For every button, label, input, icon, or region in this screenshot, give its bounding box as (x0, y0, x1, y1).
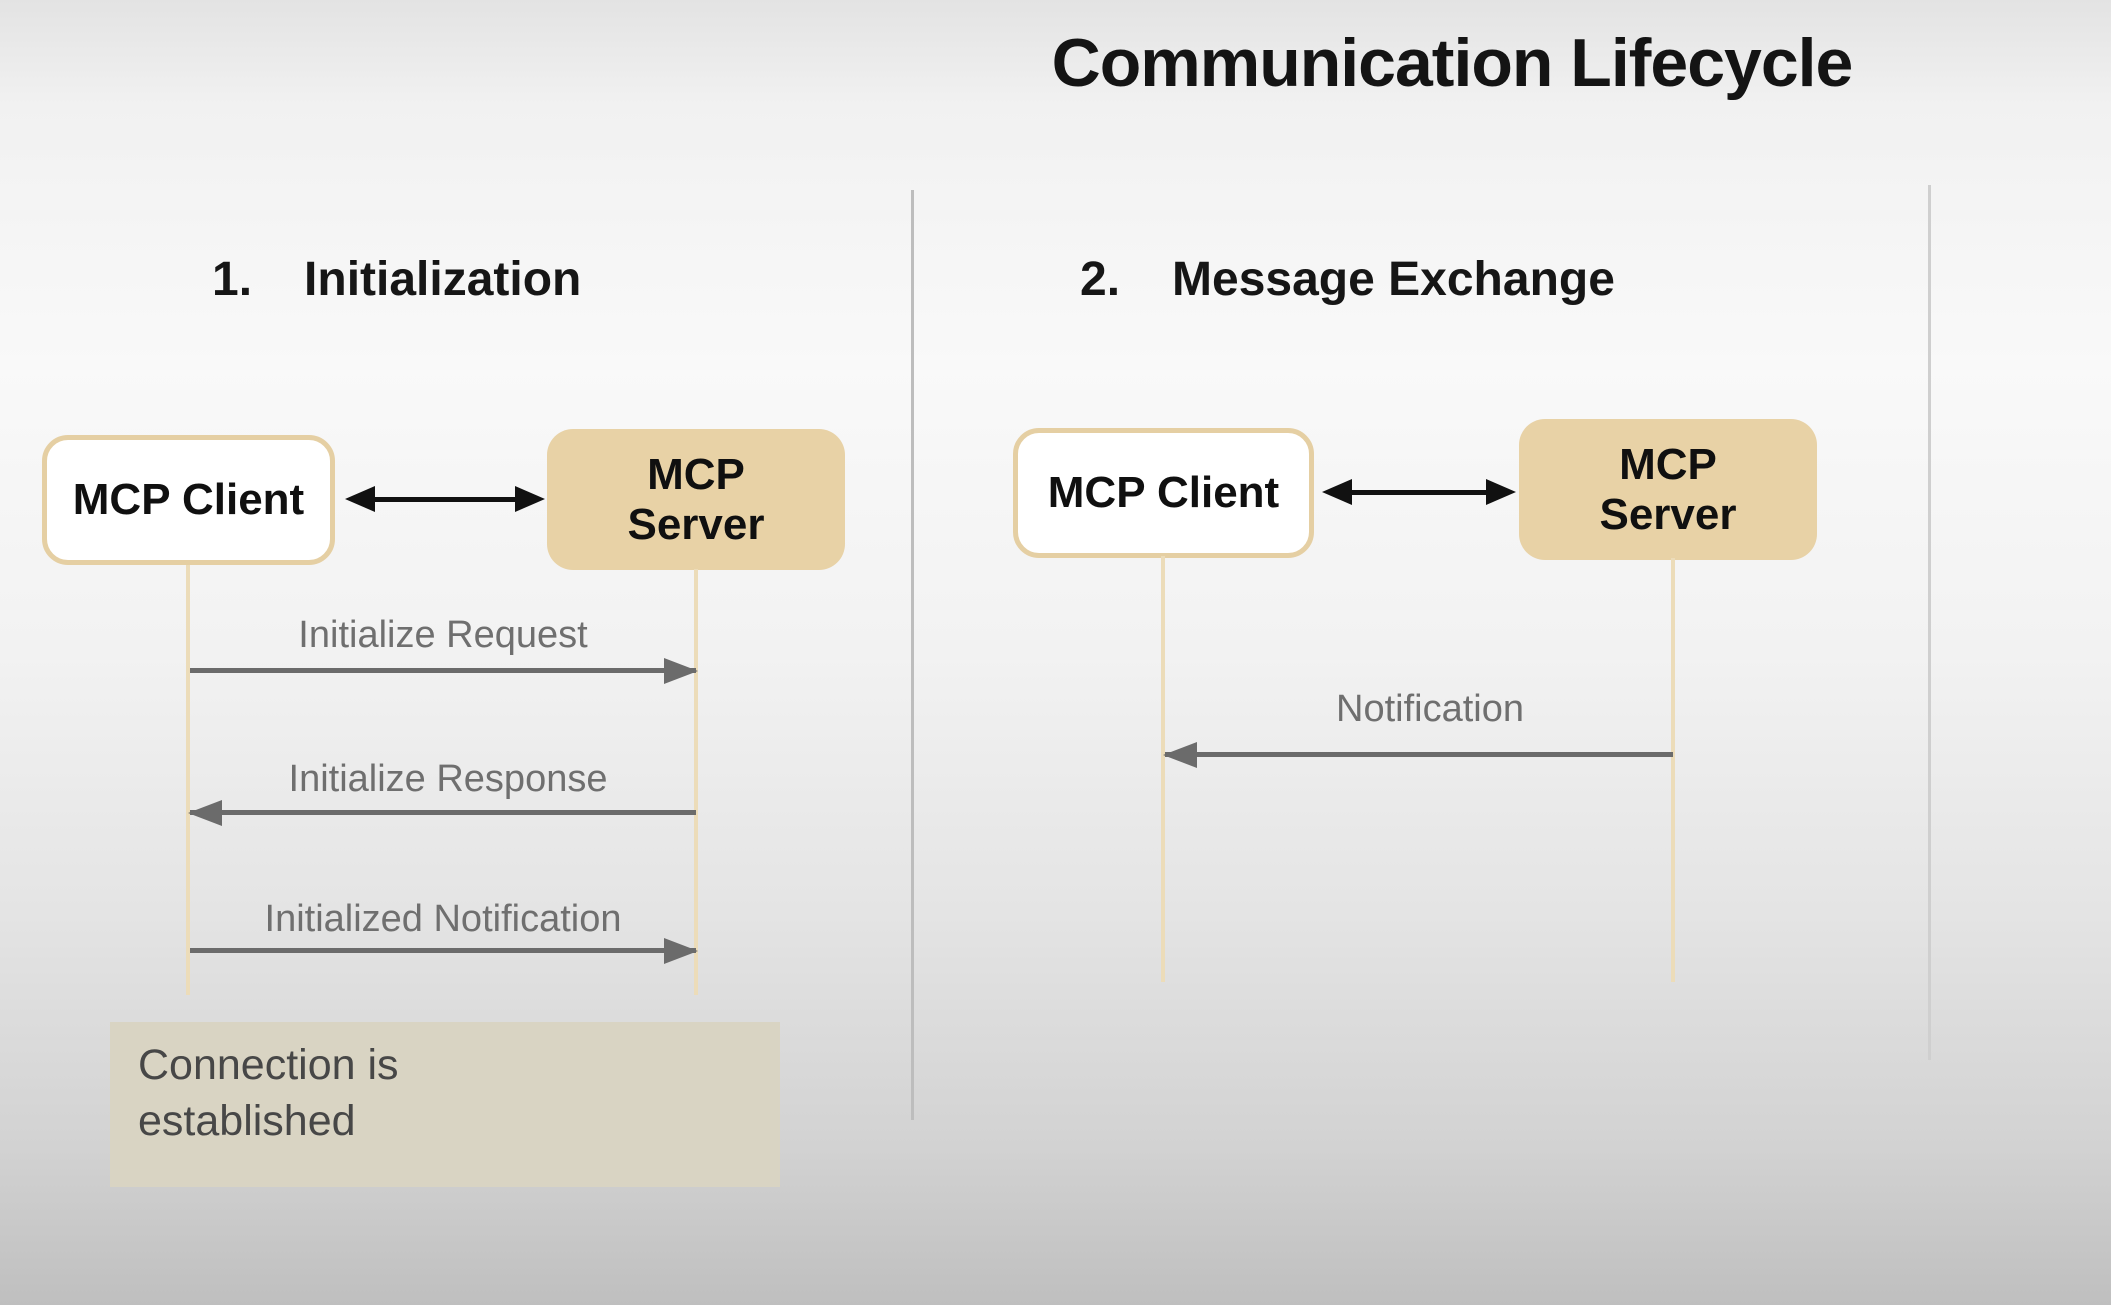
server-lifeline (694, 569, 698, 995)
panel-divider (911, 190, 914, 1120)
message-label: Initialize Response (288, 758, 608, 800)
left-arrow-icon (190, 810, 696, 815)
server-lifeline (1671, 558, 1675, 982)
slide-title: Communication Lifecycle (1051, 25, 1854, 101)
mcp-server-label: MCP Server (1599, 440, 1737, 539)
message-label: Initialized Notification (264, 898, 622, 940)
panel-1-heading: 1. Initialization (212, 252, 581, 307)
mcp-server-box: MCP Server (1519, 419, 1817, 560)
client-lifeline (1161, 556, 1165, 982)
mcp-server-label: MCP Server (627, 450, 765, 549)
panel-divider (1928, 185, 1931, 1060)
panel-1-number: 1. (212, 253, 253, 306)
mcp-server-box: MCP Server (547, 429, 845, 570)
right-arrow-icon (190, 948, 696, 953)
mcp-client-box: MCP Client (1013, 428, 1314, 558)
panel-2-heading-label: Message Exchange (1172, 253, 1615, 306)
arrow-bar (367, 497, 523, 502)
mcp-client-label: MCP Client (1047, 468, 1280, 518)
mcp-client-label: MCP Client (72, 475, 305, 525)
panel-1-heading-label: Initialization (304, 253, 582, 306)
message-label: Notification (1336, 688, 1524, 730)
connection-note: Connection is established (110, 1022, 780, 1187)
right-arrow-icon (190, 668, 696, 673)
client-lifeline (186, 565, 190, 995)
mcp-client-box: MCP Client (42, 435, 335, 565)
panel-2-number: 2. (1080, 253, 1121, 306)
panel-2-heading: 2. Message Exchange (1080, 252, 1615, 307)
message-label: Initialize Request (298, 614, 588, 656)
left-arrow-icon (1165, 752, 1673, 757)
arrow-bar (1344, 490, 1494, 495)
